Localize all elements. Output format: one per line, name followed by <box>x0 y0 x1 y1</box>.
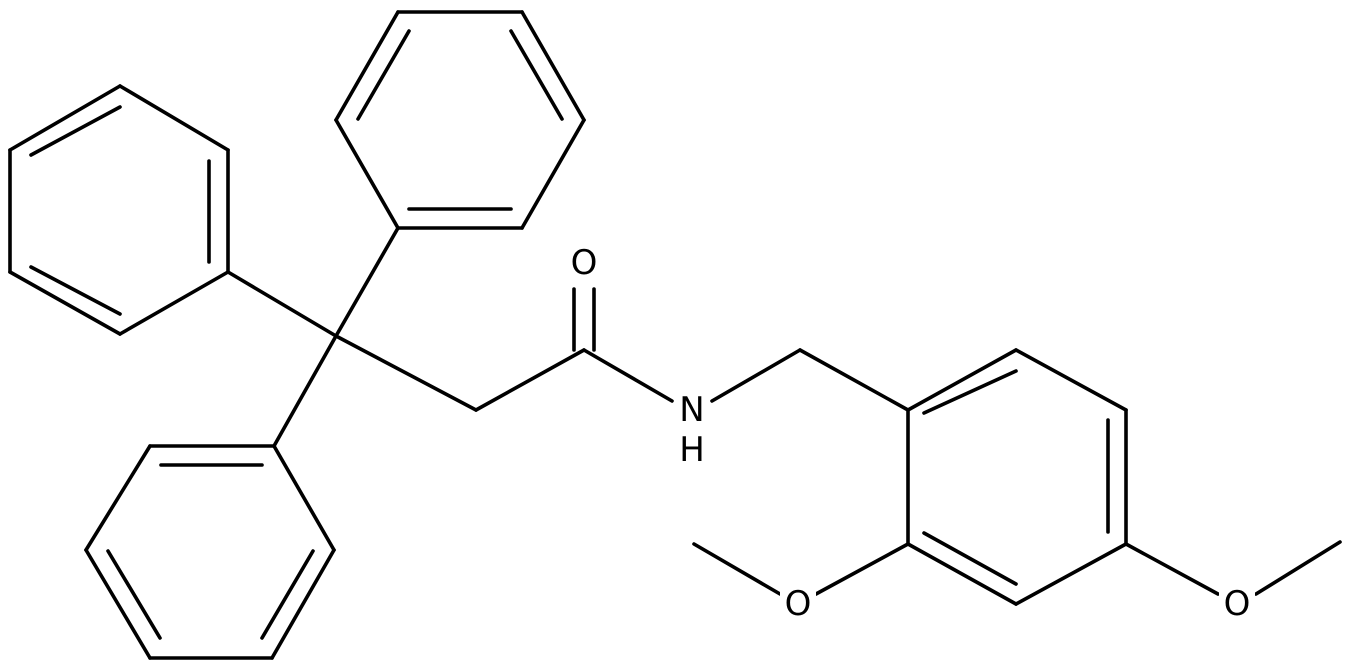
methoxy-oxygen-4-label: O <box>1224 584 1251 624</box>
bond-ringC-inner-3 <box>260 549 315 640</box>
bond-ringD-inner-1 <box>922 369 1018 415</box>
bond-ringB-6 <box>118 270 230 336</box>
bond-carbonyl-n <box>582 348 674 403</box>
bond-ringC-6 <box>272 444 336 552</box>
methoxy-oxygen-4: O <box>1219 584 1255 625</box>
bond-cq-ch2 <box>334 334 478 412</box>
bond-ringC-2 <box>84 444 152 552</box>
bond-ringA-1 <box>334 118 400 230</box>
bond-cq-ringC <box>272 334 338 448</box>
bond-ringA-inner-1 <box>356 29 411 121</box>
bond-ringD-1 <box>906 348 1018 412</box>
bond-ch2-aryl <box>798 348 910 412</box>
bond-o4-methyl <box>1254 540 1342 596</box>
methoxy-oxygen-2: O <box>780 584 816 625</box>
methoxy-oxygen-2-label: O <box>785 584 812 624</box>
bond-ring-o2 <box>814 542 910 596</box>
bond-ringC-inner-2 <box>106 549 162 640</box>
bond-ringA-5 <box>520 118 586 230</box>
bond-ringD-4 <box>1014 542 1128 606</box>
methoxy-oxygen-2-bg <box>780 585 816 625</box>
bond-cq-ringB <box>226 270 338 338</box>
bond-ringD-inner-3 <box>922 531 1018 586</box>
bond-ringA-2 <box>334 10 400 122</box>
bond-ringC-5 <box>270 548 336 660</box>
bond-n-ch2 <box>710 348 802 403</box>
amide-nitrogen-label: N <box>679 390 704 430</box>
bond-ch2-carbonyl <box>474 348 586 412</box>
bond-ringD-2 <box>1014 348 1128 412</box>
amide-nitrogen-bg <box>674 388 710 464</box>
bond-ringB-3 <box>8 84 122 152</box>
bond-ringB-2 <box>118 84 230 152</box>
amide-hydrogen-label: H <box>679 430 705 470</box>
bonds <box>8 10 1342 660</box>
bond-o2-methyl <box>692 542 782 596</box>
atom-labels: O N H O O <box>566 243 1255 625</box>
methoxy-oxygen-4-bg <box>1219 585 1255 625</box>
bond-ringC-3 <box>84 548 152 660</box>
carbonyl-oxygen-label: O <box>571 243 598 283</box>
carbonyl-oxygen-bg <box>566 244 602 284</box>
bond-ringD-5 <box>906 542 1018 606</box>
bond-ringB-5 <box>8 270 122 336</box>
bond-ringB-inner-2 <box>29 105 122 157</box>
bond-ringA-4 <box>520 10 586 122</box>
bond-ring-o4 <box>1124 542 1220 596</box>
carbonyl-oxygen: O <box>566 243 602 284</box>
bond-ringB-inner-3 <box>29 265 122 316</box>
bond-cq-ringA <box>334 226 400 338</box>
amide-nitrogen: N H <box>674 388 710 470</box>
bond-ringA-inner-2 <box>509 29 564 121</box>
